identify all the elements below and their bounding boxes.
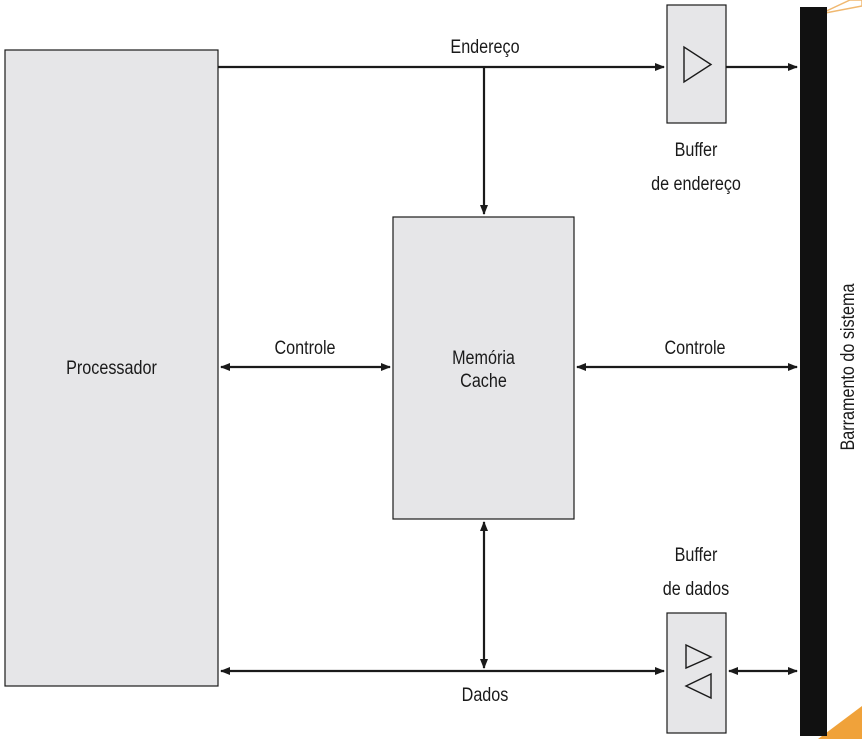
processor-label: Processador — [66, 358, 157, 379]
address-buffer-box — [666, 4, 727, 124]
corner-decoration-top — [819, 0, 862, 15]
data-buffer-triangle-left — [684, 672, 712, 700]
data-buffer-label-line2: de dados — [662, 579, 730, 600]
cache-label-line1: Memória — [452, 348, 515, 369]
system-bus-bar — [800, 7, 827, 736]
cache-label-line2: Cache — [460, 371, 507, 392]
data-buffer-triangle-right — [685, 643, 713, 670]
control-right-label: Controle — [664, 338, 726, 359]
corner-decoration-bottom — [818, 706, 862, 739]
data-buffer-box — [666, 612, 727, 734]
address-buffer-label-line1: Buffer — [674, 140, 718, 161]
address-buffer-triangle — [683, 45, 713, 84]
system-bus-label: Barramento do sistema — [838, 283, 859, 451]
address-label: Endereço — [450, 37, 520, 58]
cache-memory-box — [392, 216, 575, 520]
address-buffer-label-line2: de endereço — [651, 174, 741, 195]
control-left-label: Controle — [274, 338, 336, 359]
data-label: Dados — [461, 685, 509, 706]
data-buffer-label-line1: Buffer — [674, 545, 718, 566]
processor-box — [4, 49, 219, 687]
